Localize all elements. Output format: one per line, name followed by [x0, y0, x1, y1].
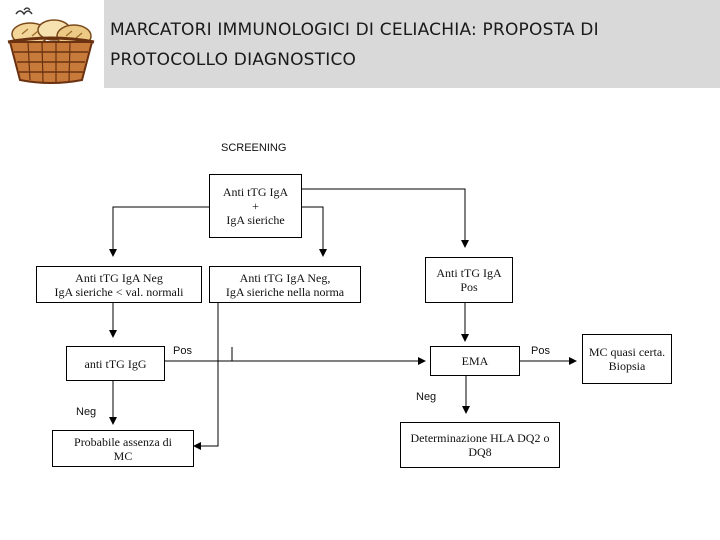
node-start: Anti tTG IgA + IgA sieriche [209, 174, 302, 238]
node-absence: Probabile assenza di MC [52, 430, 194, 467]
edge-start-to-neg-normal [301, 206, 327, 257]
edge-igg-to-ema [165, 347, 426, 365]
node-neg-low: Anti tTG IgA Neg IgA sieriche < val. nor… [36, 266, 202, 303]
node-hla-line-2: DQ8 [468, 445, 492, 459]
edge-label-igg-pos: Pos [173, 345, 192, 357]
node-neg-normal-line-1: Anti tTG IgA Neg, [239, 270, 331, 285]
node-pos: Anti tTG IgA Pos [425, 257, 513, 303]
node-mc-line-2: Biopsia [608, 359, 646, 373]
node-neg-normal: Anti tTG IgA Neg, IgA sieriche nella nor… [209, 266, 361, 303]
edge-label-igg-neg: Neg [76, 406, 97, 418]
node-mc: MC quasi certa. Biopsia [582, 334, 672, 384]
node-absence-line-1: Probabile assenza di [74, 434, 172, 449]
node-ema-line-1: EMA [461, 354, 489, 368]
node-neg-normal-line-2: IgA sieriche nella norma [225, 284, 345, 299]
node-start-line-2: + [252, 199, 259, 213]
edge-start-to-pos [301, 188, 469, 248]
title-band [104, 0, 720, 88]
node-igg-line-1: anti tTG IgG [84, 356, 147, 371]
node-igg: anti tTG IgG [66, 346, 165, 381]
node-neg-low-line-2: IgA sieriche < val. normali [54, 284, 184, 299]
node-hla-line-1: Determinazione HLA DQ2 o [410, 431, 550, 445]
page-title-line-1: MARCATORI IMMUNOLOGICI DI CELIACHIA: PRO… [110, 20, 599, 40]
edge-label-ema-pos: Pos [531, 345, 550, 357]
node-ema: EMA [430, 346, 520, 376]
node-hla: Determinazione HLA DQ2 o DQ8 [400, 422, 560, 468]
edge-neg-normal-to-absence [193, 302, 219, 450]
node-absence-line-2: MC [113, 448, 133, 463]
node-start-line-1: Anti tTG IgA [222, 185, 289, 199]
node-mc-line-1: MC quasi certa. [588, 345, 666, 359]
node-start-line-3: IgA sieriche [226, 213, 285, 227]
page-title-line-2: PROTOCOLLO DIAGNOSTICO [110, 50, 357, 70]
node-neg-low-line-1: Anti tTG IgA Neg [75, 270, 163, 285]
node-pos-line-1: Anti tTG IgA [436, 266, 502, 280]
screening-label: SCREENING [221, 142, 287, 154]
bread-basket-logo [7, 7, 95, 84]
edge-label-ema-neg: Neg [416, 391, 437, 403]
edge-start-to-neg-low [109, 206, 209, 257]
node-pos-line-2: Pos [460, 280, 478, 294]
